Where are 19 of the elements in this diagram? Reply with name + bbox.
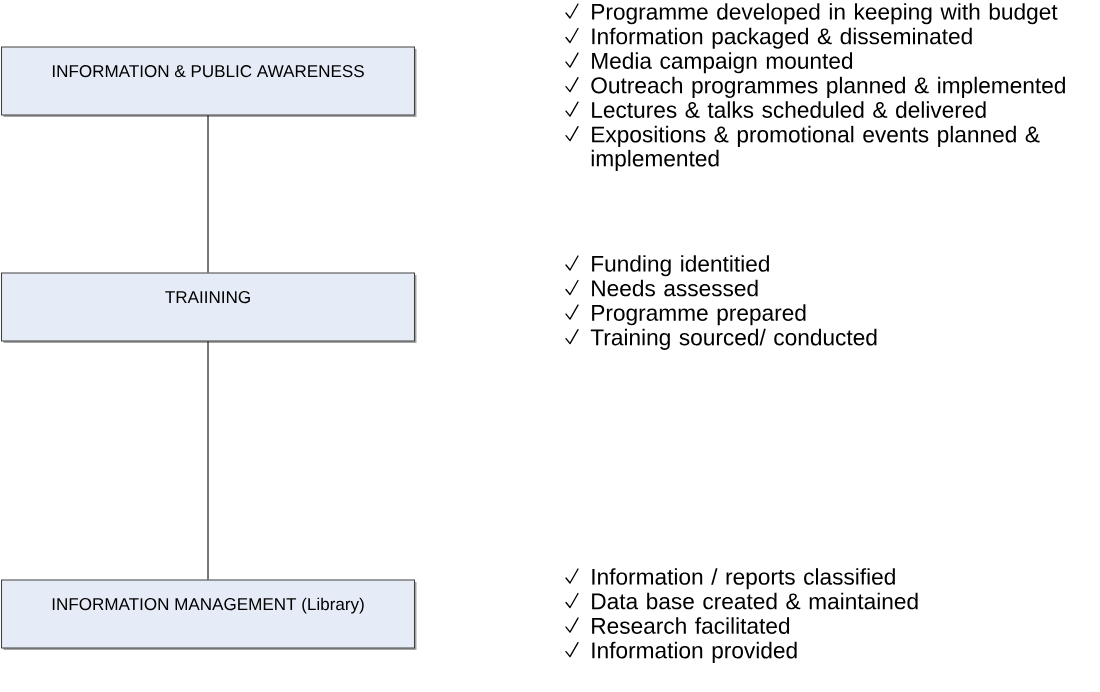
list-item: Programme prepared	[592, 304, 806, 326]
list-item: Lectures & talks scheduled & delivered	[592, 101, 986, 118]
list-item: Information provided	[592, 641, 797, 663]
list-item: Outreach programmes planned & implemented	[591, 76, 1065, 98]
process-box: INFORMATION & PUBLIC AWARENESS	[0, 46, 417, 117]
process-box: TRAIINING	[0, 272, 417, 343]
list-item: Needs assessed	[592, 279, 758, 297]
list-item: Training sourced/ conducted	[590, 328, 877, 350]
list-item: Programme developed in keeping with budget	[592, 3, 1058, 25]
connector-line	[207, 341, 209, 580]
list-item: Media campaign mounted	[592, 52, 853, 74]
list-item: Expositions & promotional events planned & implemented	[591, 125, 1040, 171]
list-item: Information packaged & disseminated	[592, 27, 972, 49]
list-item: Information / reports classified	[592, 568, 895, 590]
list-item: Funding identitied	[592, 255, 769, 277]
process-box: INFORMATION MANAGEMENT (Library)	[0, 579, 417, 650]
list-item: Research facilitated	[592, 617, 790, 634]
connector-line	[207, 115, 209, 273]
list-item: Data base created & maintained	[592, 592, 918, 610]
